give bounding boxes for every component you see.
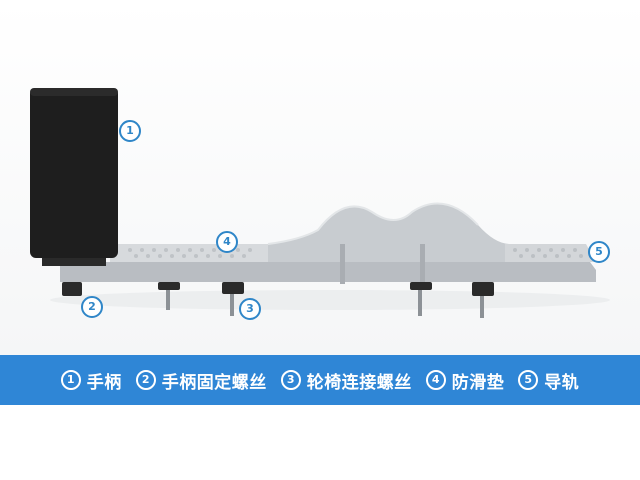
legend-item-guide-rail: 5 导轨 — [518, 368, 579, 393]
legend-band: 1 手柄 2 手柄固定螺丝 3 轮椅连接螺丝 4 防滑垫 5 导轨 — [0, 355, 640, 405]
callout-wheelchair-connection-screw: 3 — [239, 298, 261, 320]
legend-label: 手柄固定螺丝 — [161, 372, 267, 393]
legend-label: 轮椅连接螺丝 — [306, 372, 412, 393]
callout-handle: 1 — [119, 120, 141, 142]
callout-anti-slip-pad: 4 — [216, 231, 238, 253]
legend-number: 1 — [60, 370, 81, 390]
legend-number: 3 — [280, 370, 301, 390]
legend-number: 2 — [135, 370, 156, 390]
legend-number: 5 — [518, 370, 539, 390]
wheelchair-foot-rest-image — [30, 88, 610, 318]
legend-item-handle-fixing-screw: 2 手柄固定螺丝 — [135, 368, 267, 393]
legend-label: 手柄 — [86, 372, 122, 393]
callout-handle-fixing-screw: 2 — [81, 296, 103, 318]
product-photo: 1 2 3 4 5 — [0, 0, 640, 355]
legend-item-anti-slip-pad: 4 防滑垫 — [425, 368, 505, 393]
legend-label: 防滑垫 — [451, 372, 505, 393]
bottom-whitespace — [0, 405, 640, 480]
legend-label: 导轨 — [544, 372, 580, 393]
legend-item-wheelchair-connection-screw: 3 轮椅连接螺丝 — [280, 368, 412, 393]
legend-number: 4 — [425, 370, 446, 390]
legend-item-handle: 1 手柄 — [60, 368, 122, 393]
callout-guide-rail: 5 — [588, 241, 610, 263]
